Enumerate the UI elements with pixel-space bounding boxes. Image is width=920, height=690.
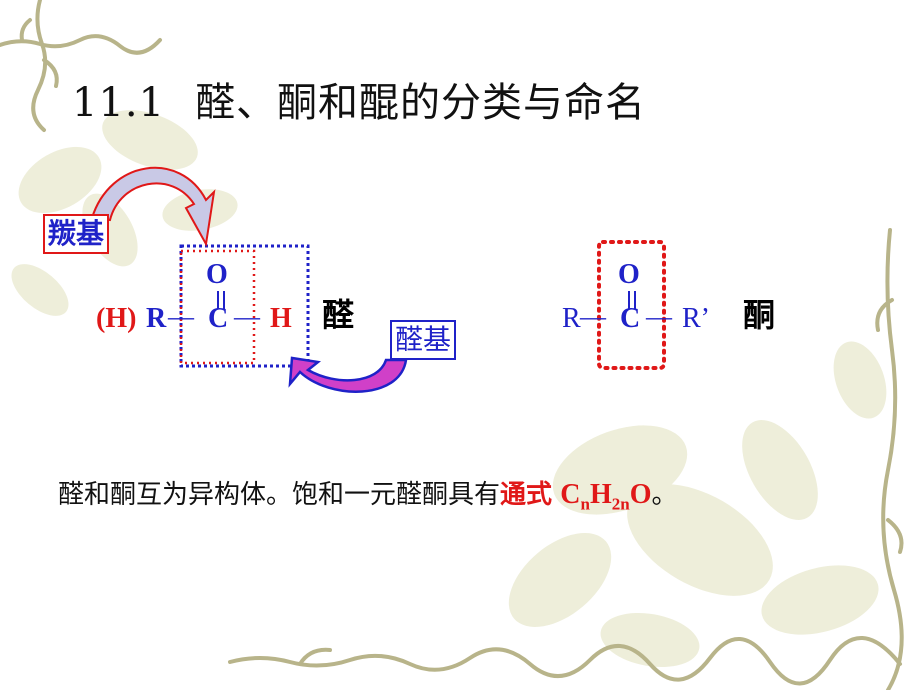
aldehyde-bond-1: — [168,302,194,331]
ketone-bond-2: — [646,302,672,331]
aldehyde-bond-2: — [234,302,260,331]
ketone-name: 酮 [743,296,776,334]
sentence-end: 。 [651,480,678,510]
ketone-bond-1: — [580,302,606,331]
title-text: 醛、酮和醌的分类与命名 [195,80,647,126]
carbonyl-arrow [90,166,216,248]
formula-sub-n: n [580,494,590,514]
general-formula: CnH2nO [560,479,652,514]
carbonyl-label: 羰基 [43,214,110,254]
aldehyde-r: R [146,303,167,334]
general-formula-sentence: 醛和酮互为异构体。饱和一元醛酮具有通式 CnH2nO。 [58,474,678,515]
carbonyl-dotted-box [179,244,310,368]
ketone-carbonyl-dotted-box [597,240,666,370]
formula-o: O [629,479,652,510]
aldehyde-carbon: C [208,303,229,334]
ketone-r1: R [562,303,581,334]
slide-title: 11.1 醛、酮和醌的分类与命名 [72,70,646,128]
formula-c: C [560,479,581,510]
aldehyde-prefix: (H) [96,303,137,334]
sentence-main: 醛和酮互为异构体。饱和一元醛酮具有 [58,480,501,510]
ketone-oxygen: O [618,259,640,290]
aldehyde-hydrogen: H [270,303,292,334]
formula-h: H [590,479,612,510]
aldehyde-group-dotted-box [179,249,256,365]
sentence-highlight: 通式 [500,480,553,510]
aldehyde-group-arrow [288,356,408,393]
ketone-carbon: C [620,303,641,334]
title-number: 11.1 [72,80,166,126]
ketone-r2: R’ [682,303,710,334]
aldehyde-group-label: 醛基 [390,320,457,360]
formula-sub-2n: 2n [611,494,630,514]
aldehyde-oxygen: O [206,259,228,290]
aldehyde-name: 醛 [322,296,355,334]
